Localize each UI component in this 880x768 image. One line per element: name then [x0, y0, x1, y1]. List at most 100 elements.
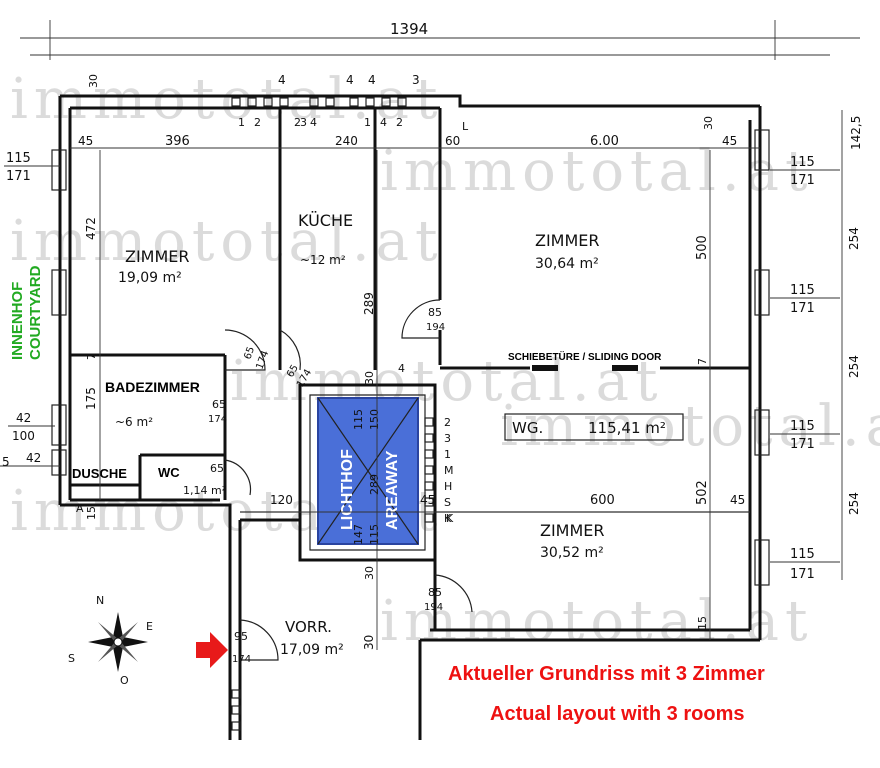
socket-label: 1 [238, 116, 245, 129]
room-name: VORR. [285, 618, 332, 636]
lichthof-label: LICHTHOF [339, 449, 356, 530]
overall-width-label: 1394 [390, 20, 428, 38]
caption-german: Aktueller Grundriss mit 3 Zimmer [448, 663, 765, 685]
dim-label: 289 [362, 292, 376, 315]
door-dim: 194 [426, 322, 445, 333]
lichthof-dim: 289 [368, 474, 381, 495]
sliding-door-mark [612, 365, 638, 371]
window-dim: 42 [26, 451, 41, 465]
window-dim: 42 [16, 411, 31, 425]
window-dim: 115 [790, 419, 815, 434]
socket-label: 1 [364, 116, 371, 129]
dim-label: 30 [702, 116, 715, 130]
socket-label: 2 [294, 116, 301, 129]
dim-label: 396 [165, 134, 190, 149]
lichthof-dim: 115 [352, 409, 365, 430]
dim-label: 30 [363, 566, 376, 580]
dim-label: 30 [362, 635, 376, 650]
dim-label: 142,5 [849, 116, 863, 150]
dim-label: L [462, 120, 469, 133]
window-dims-right: 115 171 115 171 115 171 115 171 142,5 25… [770, 110, 863, 582]
sliding-door-mark [532, 365, 558, 371]
dim-label: 254 [847, 492, 861, 515]
wg-box [504, 413, 684, 441]
watermark-text: immototal.at [380, 589, 814, 654]
room-area: 19,09 m² [118, 270, 182, 286]
socket-label: 4 [380, 116, 387, 129]
dim-label: 472 [84, 217, 98, 240]
sliding-door-label: SCHIEBETÜRE / SLIDING DOOR [508, 350, 662, 363]
window-dims-left: 115 171 42 100 5 42 [0, 151, 60, 469]
window-dim: 171 [790, 301, 815, 316]
doors [224, 299, 473, 661]
areaway-label: AREAWAY [384, 450, 401, 530]
socket-letter: S [444, 496, 451, 509]
dim-label: 4 [398, 362, 405, 375]
door-dim: 194 [424, 602, 443, 613]
window-dim: 171 [6, 169, 31, 184]
dim-label: 254 [847, 227, 861, 250]
door-dim: 65 [242, 345, 257, 361]
socket-row-top [231, 97, 407, 107]
compass-label: O [120, 674, 129, 687]
dim-label: 45 [730, 493, 745, 507]
socket-label: 2 [254, 116, 261, 129]
dim-label: 500 [695, 235, 710, 260]
window-dim: 115 [6, 151, 31, 166]
compass-label: E [146, 620, 153, 633]
room-area: 17,09 m² [280, 642, 344, 658]
dim-label: 30 [87, 74, 100, 88]
wg-label: WG. [512, 419, 543, 437]
door-dim: 95 [234, 630, 248, 643]
dimension-labels: 45 396 240 60 6.00 45 30 L 472 7 175 15 … [70, 116, 760, 650]
lichthof-dim: 147 [352, 524, 365, 545]
door-dim: 65 [210, 462, 224, 475]
compass-label: N [96, 594, 104, 607]
watermark-text: immototal.at [10, 209, 444, 274]
socket-letter: K [444, 512, 452, 525]
dim-label: 6.00 [590, 134, 619, 149]
door-dim: 174 [232, 654, 251, 665]
door-dim: 85 [428, 586, 442, 599]
dim-label: 502 [695, 480, 710, 505]
door-dim: 174 [208, 414, 227, 425]
top-small-labels: 1 2 2 3 4 1 4 2 4 4 4 3 30 [87, 73, 420, 129]
compass-label: S [68, 652, 75, 665]
socket-letter: 2 [444, 416, 451, 429]
lichthof-dim: 150 [368, 409, 381, 430]
dim-label: 15 [85, 506, 98, 520]
dim-label: 254 [847, 355, 861, 378]
lichthof-dim: 115 [368, 524, 381, 545]
socket-label: 2 [396, 116, 403, 129]
dim-label: 45 [78, 134, 93, 148]
window-dim: 115 [790, 547, 815, 562]
window-dim: 171 [790, 437, 815, 452]
dim-label: 60 [445, 134, 460, 148]
socket-label: 3 [300, 116, 307, 129]
top-dimension: 1394 [20, 20, 860, 60]
room-name: WC [158, 465, 180, 480]
room-area: 30,64 m² [535, 256, 599, 272]
dim-label: 240 [335, 134, 358, 148]
wg-area: 115,41 m² [588, 419, 666, 437]
window-dim: 115 [790, 283, 815, 298]
window-dim: 100 [12, 429, 35, 443]
dim-label: K [446, 512, 454, 525]
walls [58, 94, 762, 740]
room-labels: ZIMMER 19,09 m² KÜCHE ~12 m² ZIMMER 30,6… [72, 211, 605, 658]
room-area: ~12 m² [300, 253, 346, 267]
dim-label: 7 [85, 353, 98, 360]
window-dim: 171 [790, 567, 815, 582]
room-area: ~6 m² [115, 415, 153, 429]
dim-label: 45 [420, 493, 435, 507]
room-name: ZIMMER [540, 521, 605, 540]
room-area: 1,14 m² [183, 484, 226, 497]
dim-label: 120 [270, 493, 293, 507]
watermark-text: immototal.at [500, 394, 880, 459]
compass-rose-icon: N E S O [68, 594, 153, 687]
room-name: KÜCHE [298, 211, 353, 230]
door-dim: 85 [428, 306, 442, 319]
dim-label: 4 [278, 73, 286, 87]
dim-label: 4 [368, 73, 376, 87]
